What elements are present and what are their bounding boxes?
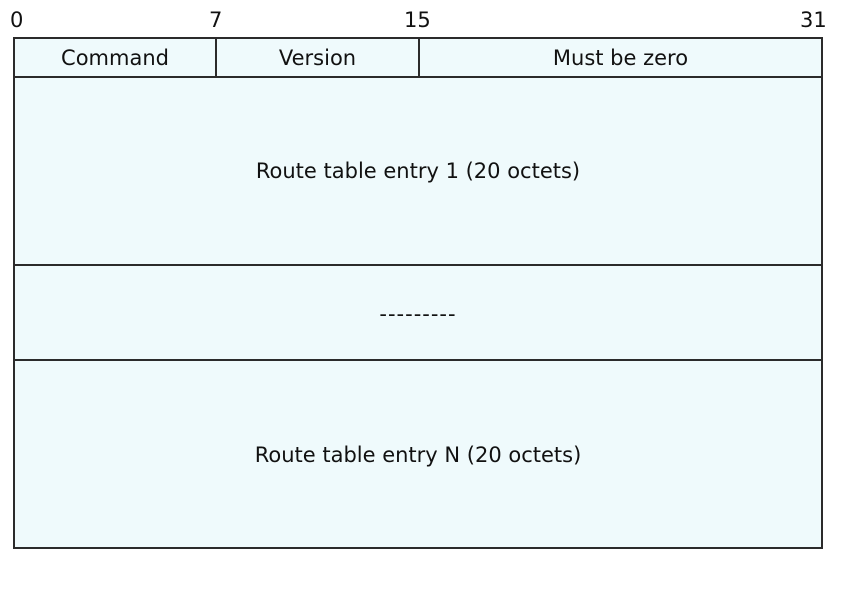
must-be-zero-field: Must be zero (552, 45, 689, 70)
command-field: Command (15, 39, 217, 76)
bit-position-0-label: 0 (10, 8, 24, 32)
packet-frame: Command Version Must be zero Route table… (13, 37, 823, 549)
route-table-entry-1: Route table entry 1 (20 octets) (15, 78, 821, 266)
header-row: Command Version Must be zero (15, 39, 821, 78)
bit-position-31-label: 31 (800, 8, 827, 32)
ellipsis-row: --------- (15, 268, 821, 361)
route-table-entry-n: Route table entry N (20 octets) (254, 443, 582, 467)
version-field: Version (217, 39, 420, 76)
bit-position-15-label: 15 (404, 8, 431, 32)
bit-position-7-label: 7 (209, 8, 223, 32)
